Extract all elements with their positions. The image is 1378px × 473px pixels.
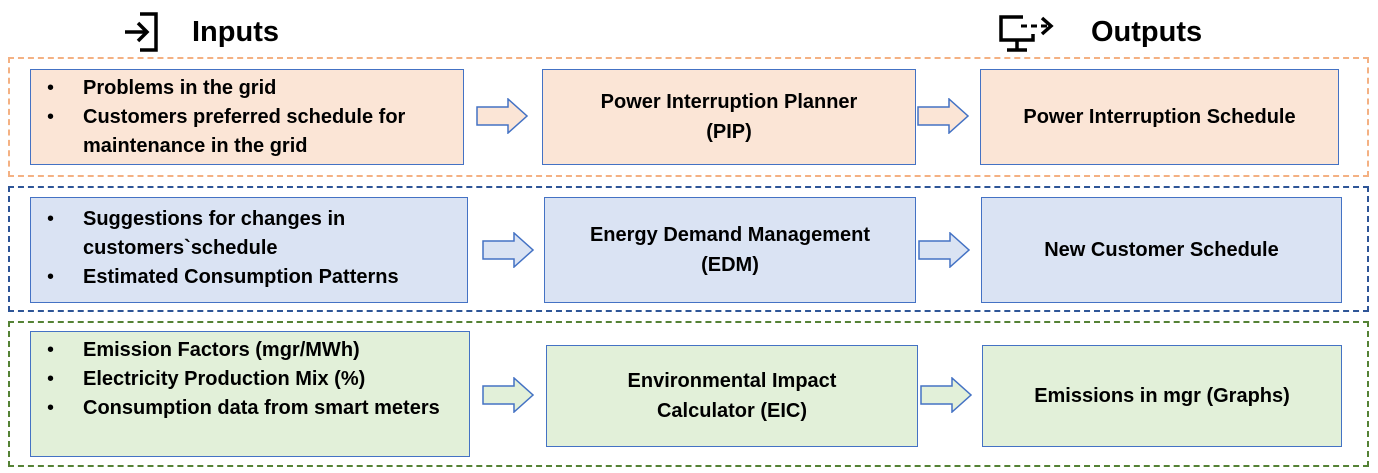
pip-inputs-list: Problems in the grid Customers preferred… [43, 74, 453, 161]
list-item: Suggestions for changes in customers`sch… [43, 205, 457, 263]
arrow-right-icon [918, 232, 970, 268]
eic-inputs-list: Emission Factors (mgr/MWh) Electricity P… [43, 336, 459, 423]
sign-in-icon [125, 12, 158, 52]
eic-process-box: Environmental Impact Calculator (EIC) [546, 345, 918, 447]
pip-output-box: Power Interruption Schedule [980, 69, 1339, 165]
row-eic: Emission Factors (mgr/MWh) Electricity P… [8, 321, 1369, 467]
inputs-title: Inputs [192, 15, 279, 48]
output-label: Power Interruption Schedule [1023, 106, 1296, 128]
list-item: Electricity Production Mix (%) [43, 365, 459, 394]
row-pip: Problems in the grid Customers preferred… [8, 57, 1369, 177]
row-edm: Suggestions for changes in customers`sch… [8, 186, 1369, 312]
eic-output-box: Emissions in mgr (Graphs) [982, 345, 1342, 447]
edm-process-box: Energy Demand Management (EDM) [544, 197, 916, 303]
list-item: Estimated Consumption Patterns [43, 263, 457, 292]
list-item: Problems in the grid [43, 74, 453, 103]
list-item: Consumption data from smart meters [43, 394, 459, 423]
edm-inputs-list: Suggestions for changes in customers`sch… [43, 202, 457, 292]
outputs-header: Outputs [997, 8, 1202, 56]
eic-inputs-box: Emission Factors (mgr/MWh) Electricity P… [30, 331, 470, 457]
pip-inputs-box: Problems in the grid Customers preferred… [30, 69, 464, 165]
outputs-title: Outputs [1091, 15, 1203, 48]
process-title: Environmental Impact [627, 370, 837, 392]
inputs-header: Inputs [122, 8, 279, 56]
process-abbrev: (PIP) [706, 121, 752, 143]
process-title: Power Interruption Planner [600, 91, 858, 113]
arrow-right-icon [482, 377, 534, 413]
output-label: New Customer Schedule [1044, 239, 1279, 261]
output-label: Emissions in mgr (Graphs) [1034, 385, 1290, 407]
pip-process-box: Power Interruption Planner (PIP) [542, 69, 916, 165]
arrow-right-icon [917, 98, 969, 134]
list-item: Customers preferred schedule for mainten… [43, 103, 453, 161]
list-item: Emission Factors (mgr/MWh) [43, 336, 459, 365]
arrow-right-icon [476, 98, 528, 134]
process-abbrev: (EDM) [701, 254, 759, 276]
process-title: Energy Demand Management [589, 224, 871, 246]
arrow-right-icon [482, 232, 534, 268]
edm-inputs-box: Suggestions for changes in customers`sch… [30, 197, 468, 303]
edm-output-box: New Customer Schedule [981, 197, 1342, 303]
arrow-right-icon [920, 377, 972, 413]
process-abbrev: Calculator (EIC) [656, 400, 808, 422]
monitor-output-icon [999, 15, 1054, 52]
